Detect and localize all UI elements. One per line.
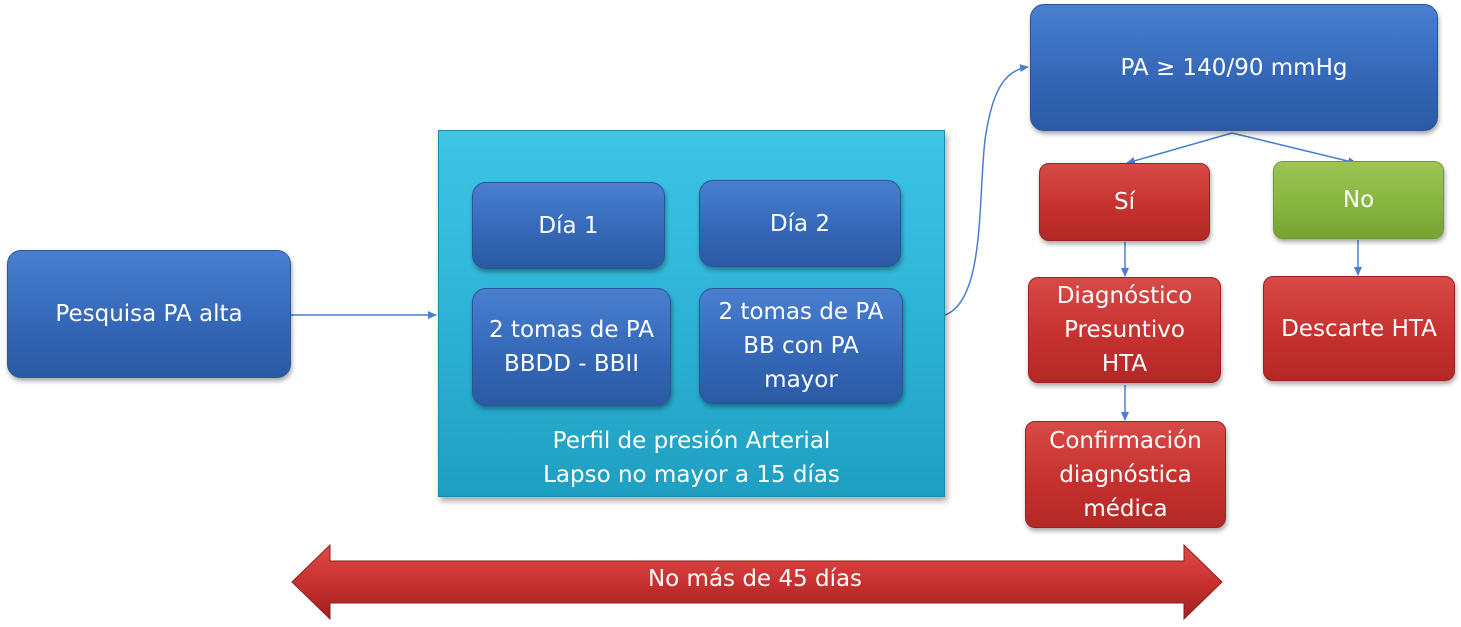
- tomas-bbdd-bbii-node: 2 tomas de PA BBDD - BBII: [472, 288, 671, 406]
- connector-panel-to-threshold: [944, 64, 1029, 316]
- pesquisa-pa-alta-node: Pesquisa PA alta: [7, 250, 291, 378]
- timeline-label: No más de 45 días: [647, 566, 863, 592]
- diagnostico-presuntivo-node: Diagnóstico Presuntivo HTA: [1028, 277, 1221, 383]
- pa-threshold-node: PA ≥ 140/90 mmHg: [1030, 4, 1438, 131]
- confirmacion-diagnostica-node: Confirmación diagnóstica médica: [1025, 421, 1226, 528]
- connector-threshold-to-no: [1231, 132, 1357, 166]
- perfil-presion-caption: Perfil de presión Arterial Lapso no mayo…: [543, 428, 840, 488]
- no-node: No: [1273, 161, 1444, 239]
- connector-threshold-to-si: [1126, 132, 1233, 165]
- dia-1-node: Día 1: [472, 182, 665, 269]
- dia-2-node: Día 2: [699, 180, 901, 267]
- si-node: Sí: [1039, 163, 1210, 241]
- descarte-hta-node: Descarte HTA: [1263, 276, 1455, 381]
- tomas-bb-mayor-node: 2 tomas de PA BB con PA mayor: [699, 288, 903, 404]
